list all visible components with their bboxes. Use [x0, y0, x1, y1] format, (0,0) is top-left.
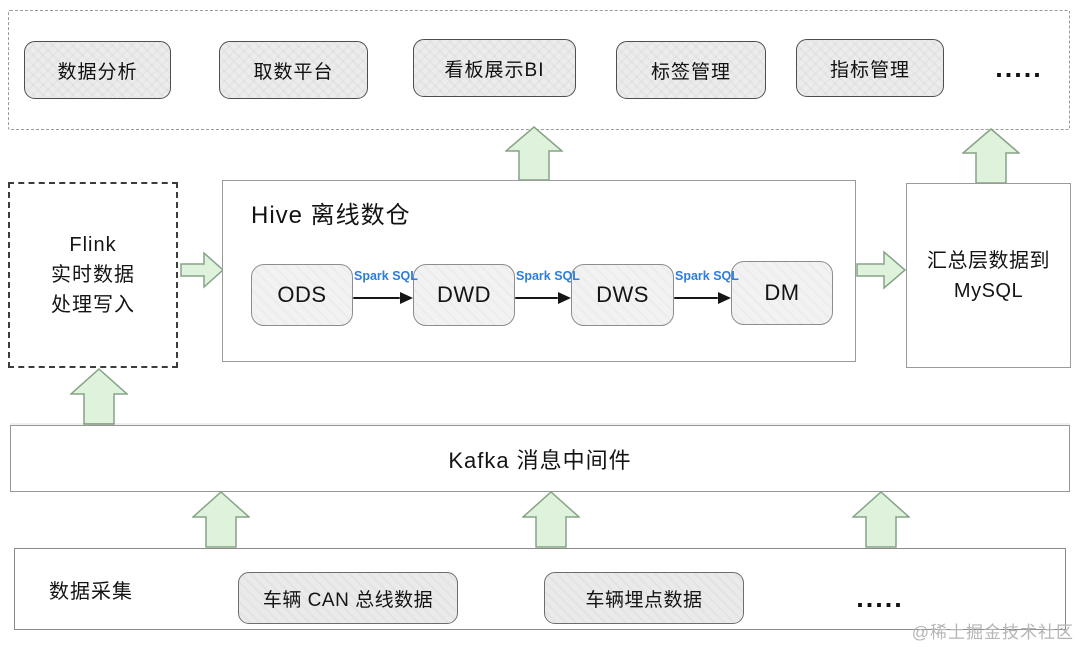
hive-panel-title: Hive 离线数仓	[251, 202, 411, 229]
stage-box-ods: ODS	[251, 264, 353, 326]
data-collection-panel: 数据采集 车辆 CAN 总线数据 车辆埋点数据 .....	[14, 548, 1066, 630]
arrow-flink-to-hive	[180, 251, 224, 289]
arrow-hive-to-mysql	[856, 250, 906, 290]
app-box-metric-management: 指标管理	[796, 39, 944, 97]
watermark: @稀土掘金技术社区	[911, 623, 1074, 642]
arrow-collection-to-kafka-1	[192, 491, 250, 548]
spark-sql-label: Spark SQL	[675, 269, 739, 283]
stage-arrow	[353, 292, 413, 304]
arrow-collection-to-kafka-2	[522, 491, 580, 548]
stage-box-dwd: DWD	[413, 264, 515, 326]
stage-box-dm: DM	[731, 261, 833, 325]
spark-sql-label: Spark SQL	[354, 269, 418, 283]
flink-line-2: 实时数据	[51, 264, 135, 286]
mysql-line-1: 汇总层数据到	[927, 249, 1050, 272]
more-sources-ellipsis: .....	[856, 582, 904, 613]
stage-arrow	[674, 292, 731, 304]
flink-realtime-box: Flink 实时数据 处理写入	[8, 182, 178, 368]
arrow-mysql-to-apps	[962, 128, 1020, 184]
hive-warehouse-panel: Hive 离线数仓 ODS DWD DWS DM Spark SQL Spark…	[222, 180, 856, 362]
arrow-kafka-to-flink	[70, 368, 128, 425]
flink-line-1: Flink	[69, 234, 117, 256]
connector-ods-dwd: Spark SQL	[353, 269, 418, 304]
connector-dws-dm: Spark SQL	[674, 269, 739, 304]
kafka-bar: Kafka 消息中间件	[10, 425, 1070, 492]
source-box-tracking-data: 车辆埋点数据	[544, 572, 744, 624]
arrow-hive-to-apps	[505, 126, 563, 181]
stage-arrow	[515, 292, 571, 304]
app-box-data-extraction-platform: 取数平台	[219, 41, 368, 99]
data-collection-label: 数据采集	[49, 580, 133, 603]
more-apps-ellipsis: .....	[995, 52, 1043, 83]
app-box-data-analysis: 数据分析	[24, 41, 171, 99]
connector-dwd-dws: Spark SQL	[515, 269, 580, 304]
application-layer-panel: 数据分析 取数平台 看板展示BI 标签管理 指标管理 .....	[8, 10, 1070, 130]
app-box-tag-management: 标签管理	[616, 41, 766, 99]
stage-box-dws: DWS	[571, 264, 674, 326]
mysql-summary-box: 汇总层数据到 MySQL	[906, 183, 1071, 368]
mysql-line-2: MySQL	[953, 279, 1024, 302]
source-box-can-bus: 车辆 CAN 总线数据	[238, 572, 458, 624]
kafka-label: Kafka 消息中间件	[448, 447, 632, 473]
app-box-bi-dashboard: 看板展示BI	[413, 39, 576, 97]
arrow-collection-to-kafka-3	[852, 491, 910, 548]
flink-line-3: 处理写入	[51, 294, 135, 316]
spark-sql-label: Spark SQL	[516, 269, 580, 283]
